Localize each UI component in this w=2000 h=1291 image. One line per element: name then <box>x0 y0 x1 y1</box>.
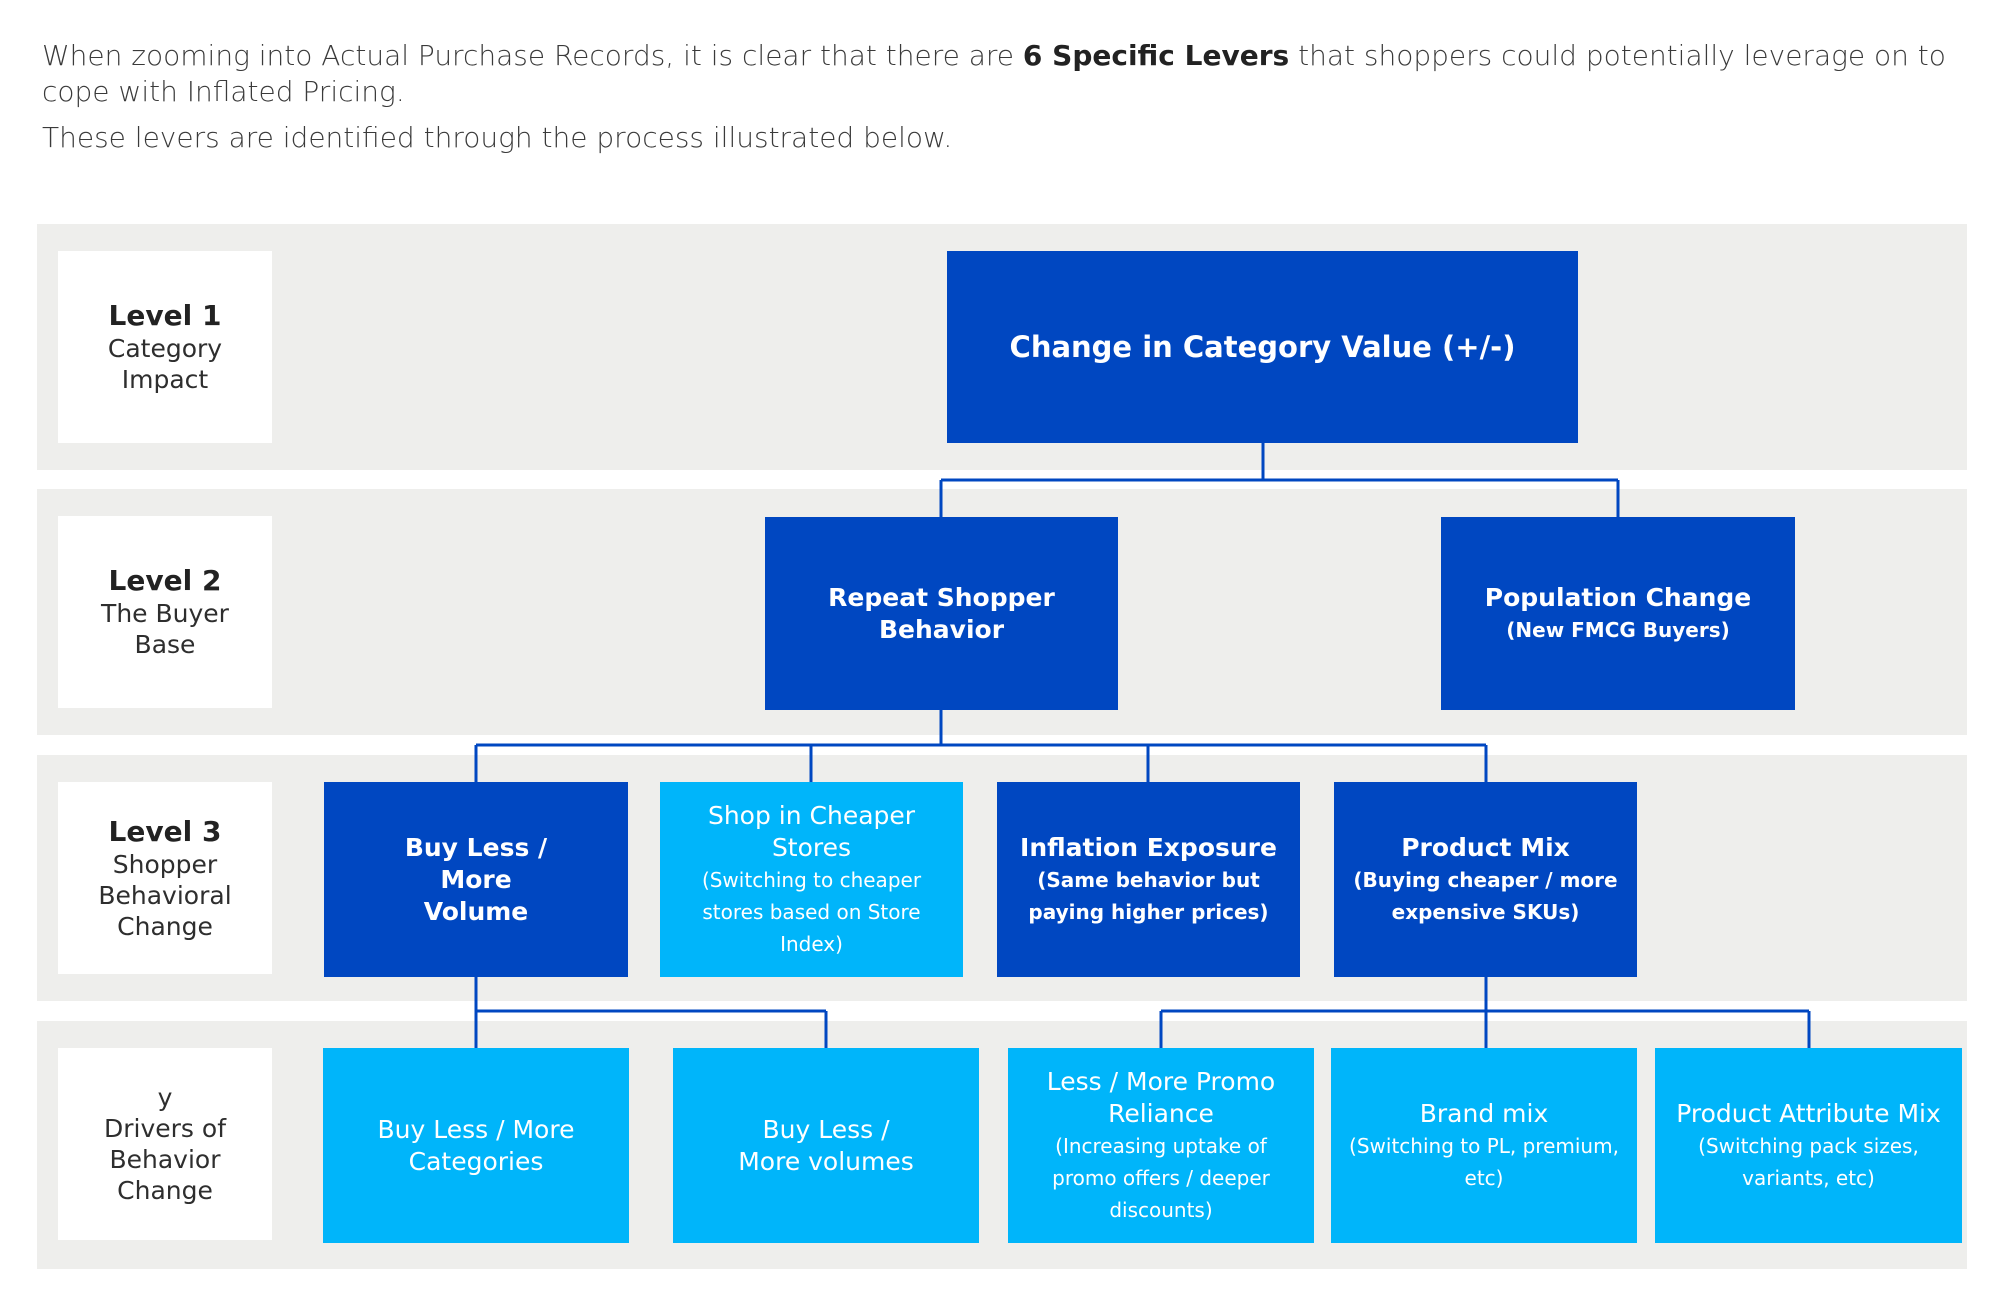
inflation-exposure-box: Inflation Exposure (Same behavior but pa… <box>997 782 1300 977</box>
product-mix-box: Product Mix (Buying cheaper / more expen… <box>1334 782 1637 977</box>
repeat-shopper-box: Repeat Shopper Behavior <box>765 517 1118 710</box>
intro-highlight: 6 Specific Levers <box>1022 39 1290 72</box>
level-2-label: Level 2 The Buyer Base <box>58 516 272 708</box>
level-4-label: y Drivers of Behavior Change <box>58 1048 272 1240</box>
brand-mix-box: Brand mix (Switching to PL, premium, etc… <box>1331 1048 1637 1243</box>
buy-less-volumes-box: Buy Less / More volumes <box>673 1048 979 1243</box>
promo-reliance-box: Less / More Promo Reliance (Increasing u… <box>1008 1048 1314 1243</box>
cheaper-stores-box: Shop in Cheaper Stores (Switching to che… <box>660 782 963 977</box>
attribute-mix-box: Product Attribute Mix (Switching pack si… <box>1655 1048 1962 1243</box>
intro-line-2: These levers are identified through the … <box>42 121 953 154</box>
population-change-box: Population Change (New FMCG Buyers) <box>1441 517 1795 710</box>
buy-less-volume-box: Buy Less / More Volume <box>324 782 628 977</box>
buy-less-categories-box: Buy Less / More Categories <box>323 1048 629 1243</box>
category-value-box: Change in Category Value (+/-) <box>947 251 1578 443</box>
level-1-label: Level 1 Category Impact <box>58 251 272 443</box>
level-3-label: Level 3 Shopper Behavioral Change <box>58 782 272 974</box>
intro-line-1: When zooming into Actual Purchase Record… <box>42 39 1946 108</box>
intro-text: When zooming into Actual Purchase Record… <box>42 38 1982 166</box>
